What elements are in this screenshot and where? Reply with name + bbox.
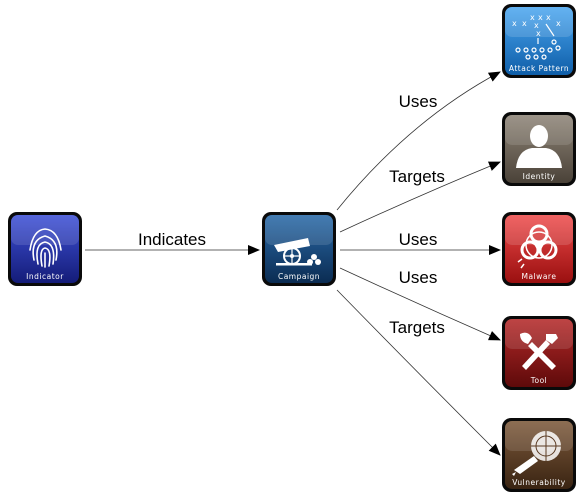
node-label-malware: Malware — [522, 272, 557, 281]
node-label-attack-pattern: Attack Pattern — [509, 64, 569, 73]
edge-label-targets-vulnerability: Targets — [389, 318, 445, 337]
svg-text:x: x — [512, 19, 517, 28]
svg-text:x: x — [536, 29, 541, 38]
edge-uses-tool — [339, 267, 501, 341]
node-malware[interactable]: Malware — [502, 212, 576, 286]
cannon-icon — [274, 238, 321, 266]
edge-label-uses-tool: Uses — [399, 268, 438, 287]
node-label-vulnerability: Vulnerability — [512, 478, 565, 487]
edge-label-targets-identity: Targets — [389, 167, 445, 186]
edge-label-uses-malware: Uses — [399, 230, 438, 249]
edge-targets-vulnerability — [336, 289, 501, 456]
node-campaign[interactable]: Campaign — [262, 212, 336, 286]
node-label-identity: Identity — [523, 172, 556, 181]
wrench-hammer-icon — [520, 332, 558, 370]
node-tool[interactable]: Tool — [502, 316, 576, 390]
biohazard-icon — [517, 224, 558, 269]
play-diagram-icon: x x x x x x x x — [512, 13, 561, 60]
edge-labels: Indicates Uses Targets Uses Uses Targets — [138, 92, 445, 337]
node-indicator[interactable]: Indicator — [8, 212, 82, 286]
svg-text:x: x — [538, 13, 543, 22]
svg-text:x: x — [546, 13, 551, 22]
edge-label-uses-attack-pattern: Uses — [399, 92, 438, 111]
node-vulnerability[interactable]: Vulnerability — [502, 418, 576, 492]
edges — [85, 71, 501, 456]
svg-text:x: x — [534, 21, 539, 30]
svg-text:x: x — [530, 13, 535, 22]
svg-text:x: x — [556, 19, 561, 28]
fingerprint-icon — [29, 228, 62, 268]
edge-targets-identity — [339, 161, 501, 233]
edge-uses-attack-pattern — [336, 71, 501, 211]
broken-key-icon — [512, 431, 561, 476]
svg-text:x: x — [522, 19, 527, 28]
node-label-tool: Tool — [530, 376, 548, 385]
node-label-indicator: Indicator — [26, 272, 64, 281]
edge-label-indicates: Indicates — [138, 230, 206, 249]
person-silhouette-icon — [516, 125, 562, 168]
node-identity[interactable]: Identity — [502, 112, 576, 186]
node-label-campaign: Campaign — [278, 272, 320, 281]
node-attack-pattern[interactable]: x x x x x x x x Attack Pattern — [502, 4, 576, 78]
